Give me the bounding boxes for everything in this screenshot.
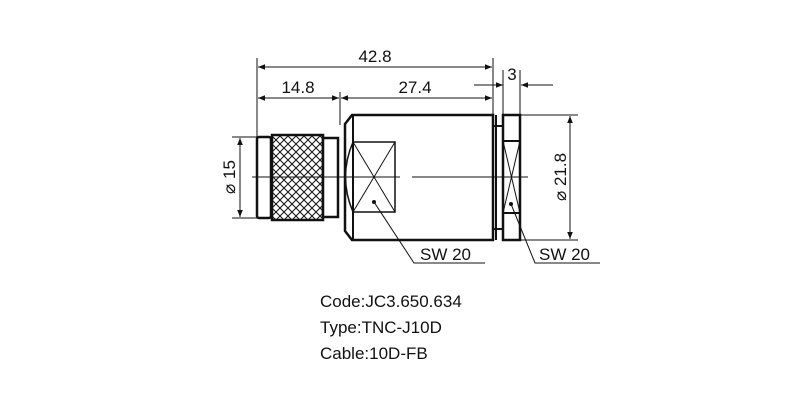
dim-nut-length: 14.8 <box>281 78 314 97</box>
dim-body-diameter: ⌀ 21.8 <box>551 153 570 201</box>
spec-code: Code:JC3.650.634 <box>320 292 462 311</box>
dim-rear-nut-width: 3 <box>507 65 516 84</box>
callout-body-wrench: SW 20 <box>420 245 471 264</box>
dim-nut-diameter: ⌀ 15 <box>220 160 239 194</box>
leaders <box>372 200 600 264</box>
extension-lines <box>232 58 578 241</box>
spec-cable: Cable:10D-FB <box>320 344 428 363</box>
dim-overall-length: 42.8 <box>358 47 391 66</box>
spec-type: Type:TNC-J10D <box>320 318 442 337</box>
dim-body-length: 27.4 <box>398 78 431 97</box>
dimension-lines <box>237 64 573 239</box>
callout-rear-wrench: SW 20 <box>539 245 590 264</box>
